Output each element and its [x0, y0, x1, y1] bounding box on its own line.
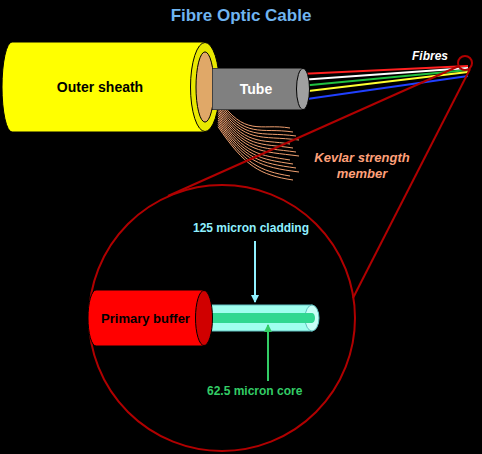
node-label: Outer sheath [57, 79, 143, 95]
node-label: Primary buffer [101, 311, 190, 326]
node-label: Tube [240, 81, 272, 97]
leader-arrow [267, 325, 269, 381]
cladding-label: 125 micron cladding [193, 221, 309, 235]
title: Fibre Optic Cable [0, 6, 482, 26]
outer-sheath: Outer sheath [2, 42, 220, 132]
kevlar-label: Kevlar strength member [310, 150, 414, 181]
tube: Tube [212, 68, 310, 110]
fibres-label: Fibres [412, 49, 448, 63]
leader-arrow [254, 241, 256, 302]
core-label: 62.5 micron core [207, 384, 302, 398]
primary-buffer: Primary buffer [88, 290, 213, 346]
fibres [300, 66, 468, 100]
